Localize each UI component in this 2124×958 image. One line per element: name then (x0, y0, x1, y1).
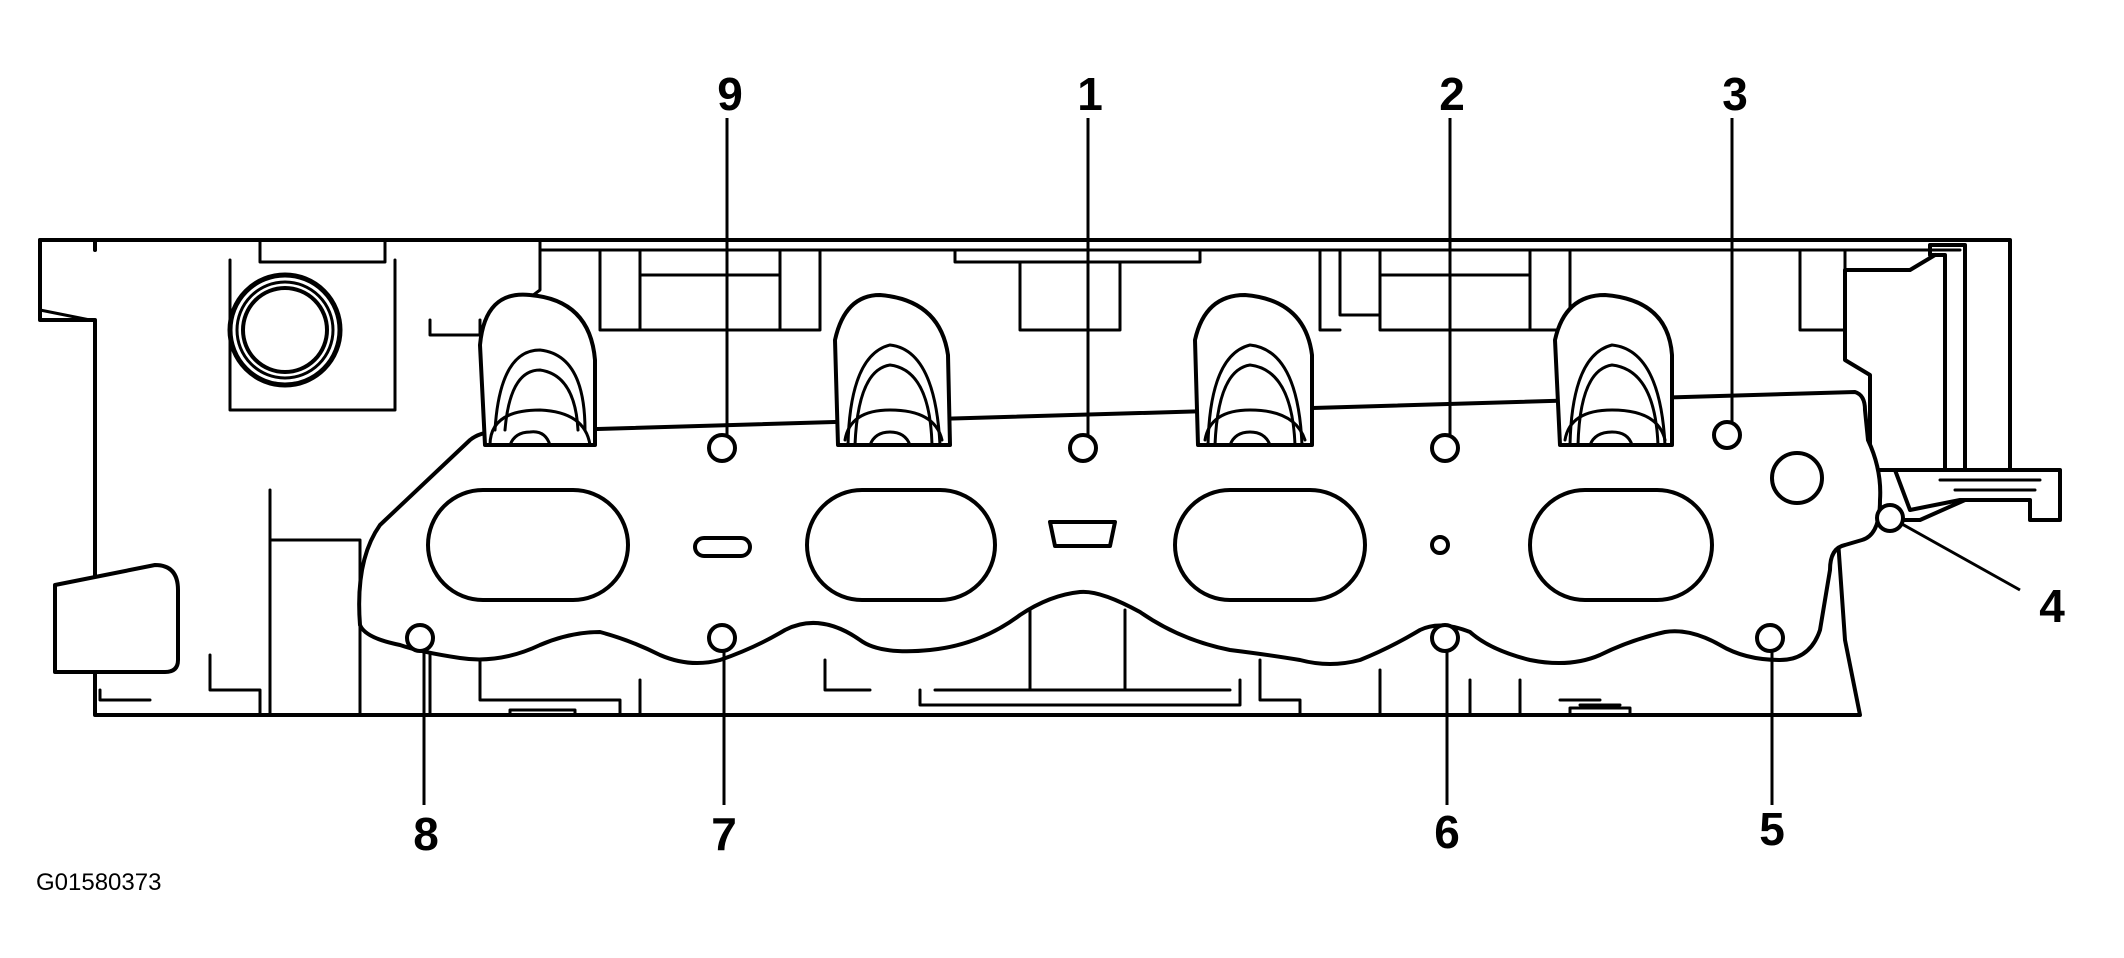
callout-label-2: 2 (1439, 68, 1465, 120)
callout-label-5: 5 (1759, 803, 1785, 855)
cylinder-head-body (38, 238, 2062, 717)
bolt-hole-8 (405, 623, 435, 653)
manifold-gasket (357, 390, 1883, 666)
port-oval-4 (1528, 488, 1714, 602)
port-dome-2 (833, 293, 952, 447)
figure-id: G01580373 (36, 869, 161, 896)
port-dome-4 (1553, 293, 1674, 447)
callout-label-8: 8 (413, 808, 439, 860)
bolt-hole-3 (1712, 420, 1742, 450)
bolt-hole-1 (1068, 433, 1098, 463)
port-oval-3 (1173, 488, 1367, 602)
port-domes (478, 292, 1674, 447)
callout-label-6: 6 (1434, 806, 1460, 858)
callout-label-1: 1 (1077, 68, 1103, 120)
bolt-hole-2 (1430, 433, 1460, 463)
port-dome-3 (1193, 293, 1314, 447)
bolt-hole-6 (1430, 623, 1460, 653)
port-oval-1 (426, 488, 630, 602)
callout-label-9: 9 (717, 68, 743, 120)
callout-label-7: 7 (711, 808, 737, 860)
port-oval-2 (805, 488, 997, 602)
bolt-holes (405, 420, 1905, 653)
bolt-hole-5 (1755, 623, 1785, 653)
callout-label-3: 3 (1722, 68, 1748, 120)
leader-lines (422, 118, 2021, 805)
bolt-hole-9 (707, 433, 737, 463)
bolt-hole-7 (707, 623, 737, 653)
bolt-hole-4 (1875, 503, 1905, 533)
round-housing-icon (227, 272, 343, 388)
callout-label-4: 4 (2039, 580, 2065, 632)
port-dome-1 (478, 292, 597, 447)
